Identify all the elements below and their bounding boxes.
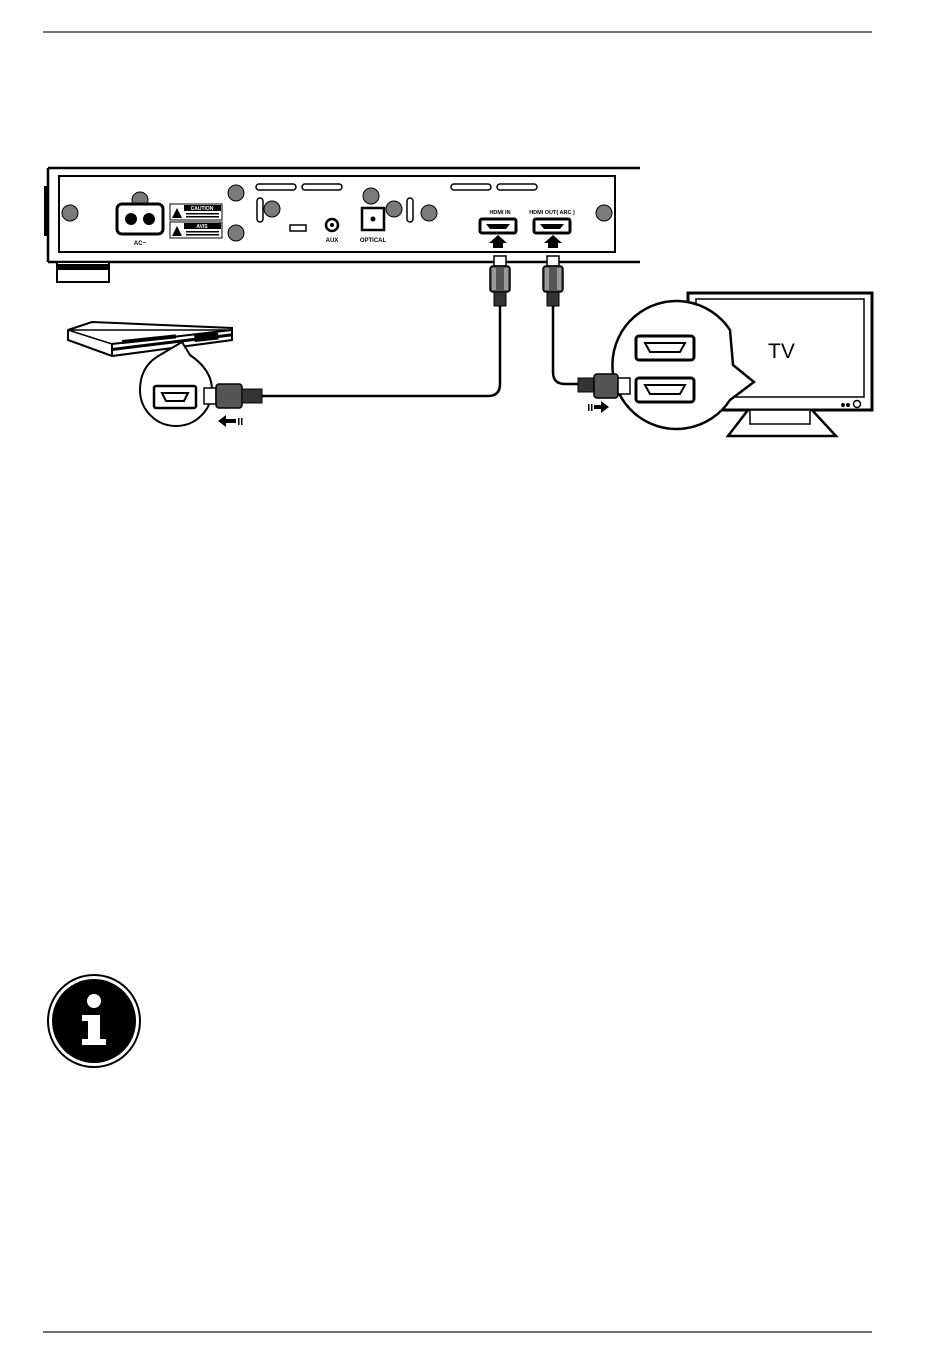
connection-diagram: AC~ CAUTION AVIS AUX OP xyxy=(0,0,950,470)
hdmi-in-label: HDMI IN xyxy=(489,210,510,216)
arrow-left-icon xyxy=(218,415,236,427)
usb-port xyxy=(290,225,306,231)
source-zoom-bubble xyxy=(140,342,262,427)
caution-text: CAUTION xyxy=(191,206,214,212)
source-device xyxy=(68,322,232,356)
avis-text: AVIS xyxy=(196,224,208,230)
ac-label: AC~ xyxy=(134,241,147,247)
aux-label: AUX xyxy=(326,238,339,244)
tv-label: TV xyxy=(768,340,795,363)
hdmi-cable-in xyxy=(262,256,510,396)
arrow-right-icon xyxy=(594,401,609,413)
bottom-rule xyxy=(43,1331,872,1333)
optical-label: OPTICAL xyxy=(360,238,387,244)
optical-port: OPTICAL xyxy=(360,208,387,244)
hdmi-out-label: HDMI OUT( ARC ) xyxy=(529,210,575,216)
info-icon xyxy=(46,973,142,1069)
hdmi-cable-out xyxy=(543,256,578,384)
